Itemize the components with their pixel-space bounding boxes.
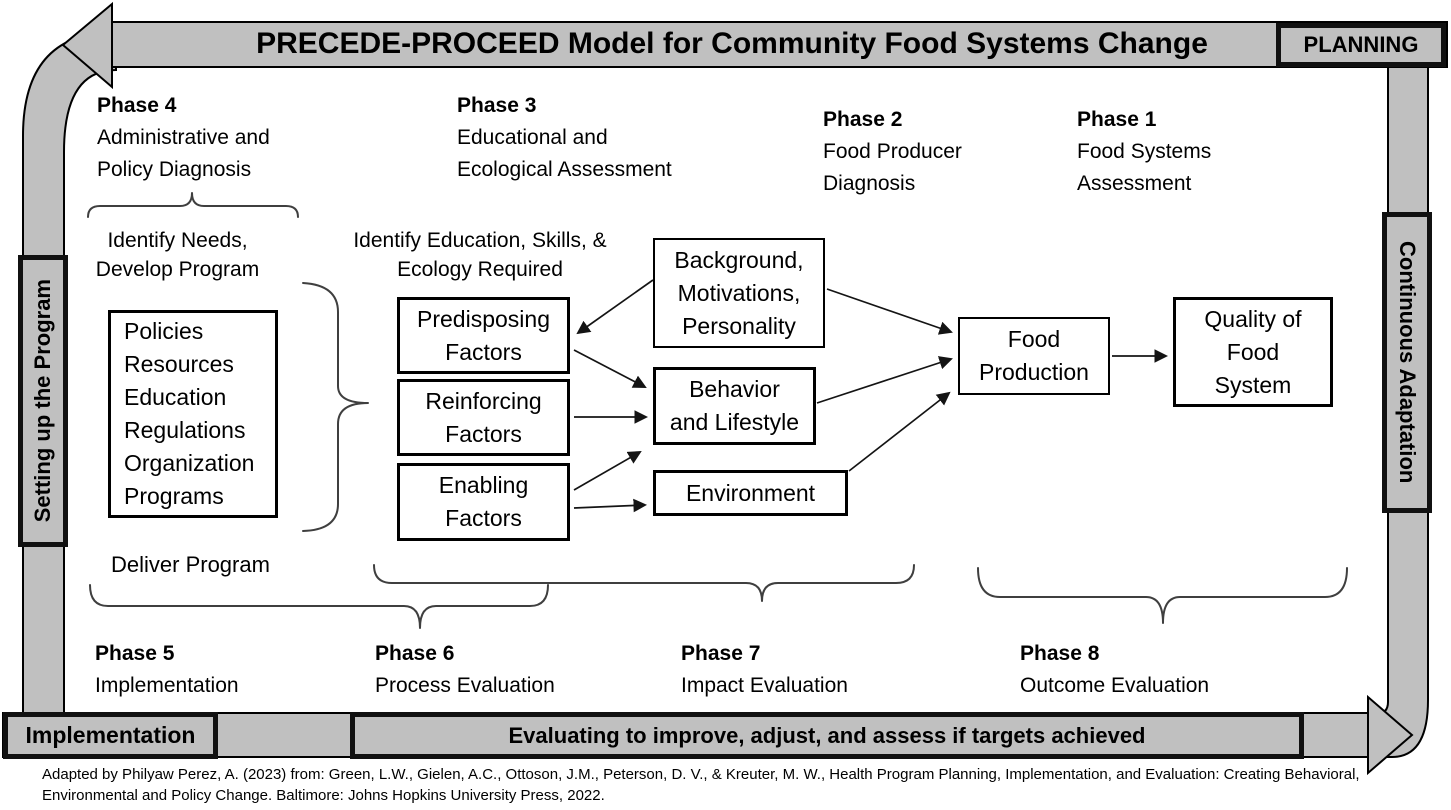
arrow-background-to-foodproduction: [826, 288, 953, 335]
phase-7-heading: Phase 7 Impact Evaluation: [681, 642, 848, 697]
phase-4-heading: Phase 4 Administrative and Policy Diagno…: [97, 94, 270, 181]
identify-education-note: Identify Education, Skills, & Ecology Re…: [353, 229, 607, 281]
identify-needs-note: Identify Needs, Develop Program: [95, 229, 260, 281]
phase-6-heading: Phase 6 Process Evaluation: [375, 642, 555, 697]
brace-phase7-group: [373, 564, 915, 602]
background-motivations-box: Background, Motivations, Personality: [653, 238, 825, 348]
page-title: PRECEDE-PROCEED Model for Community Food…: [256, 27, 1208, 60]
cycle-left-arrowhead-icon: [61, 1, 113, 90]
reinforcing-factors-box: Reinforcing Factors: [397, 379, 570, 456]
implementation-label: Implementation: [3, 712, 218, 759]
food-production-box: Food Production: [958, 317, 1110, 395]
phase-3-heading: Phase 3 Educational and Ecological Asses…: [457, 94, 672, 181]
setting-up-the-program-label: Setting up the Program: [18, 255, 68, 547]
phase-8-heading: Phase 8 Outcome Evaluation: [1020, 642, 1210, 697]
behavior-lifestyle-box: Behavior and Lifestyle: [653, 367, 816, 445]
phase-2-heading: Phase 2 Food Producer Diagnosis: [823, 108, 962, 195]
phase-5-heading: Phase 5 Implementation: [95, 642, 239, 697]
predisposing-factors-box: Predisposing Factors: [397, 297, 570, 374]
brace-policy-to-factors: [302, 282, 369, 532]
arrow-enabling-to-environment: [573, 498, 648, 513]
evaluating-label: Evaluating to improve, adjust, and asses…: [350, 712, 1304, 759]
quality-food-system-box: Quality of Food System: [1173, 297, 1333, 407]
continuous-adaptation-label: Continuous Adaptation: [1382, 212, 1432, 513]
arrow-background-to-predisposing: [576, 279, 654, 335]
enabling-factors-box: Enabling Factors: [397, 463, 570, 541]
arrow-behavior-to-foodproduction: [816, 356, 953, 404]
planning-label: PLANNING: [1276, 23, 1446, 67]
attribution-text: Adapted by Philyaw Perez, A. (2023) from…: [42, 766, 1360, 804]
arrow-environment-to-foodproduction: [848, 391, 951, 472]
brace-phase4-group: [87, 192, 299, 218]
deliver-program-note: Deliver Program: [111, 552, 270, 577]
arrow-enabling-to-behavior: [573, 450, 642, 491]
phase-1-heading: Phase 1 Food Systems Assessment: [1077, 108, 1212, 195]
arrow-predisposing-to-behavior: [573, 349, 647, 388]
policy-inputs-box: Policies Resources Education Regulations…: [108, 310, 278, 518]
brace-phase6-group: [89, 584, 549, 629]
brace-phase8-group: [977, 567, 1348, 624]
cycle-right-arrowhead-icon: [1367, 694, 1414, 776]
environment-box: Environment: [653, 470, 848, 516]
